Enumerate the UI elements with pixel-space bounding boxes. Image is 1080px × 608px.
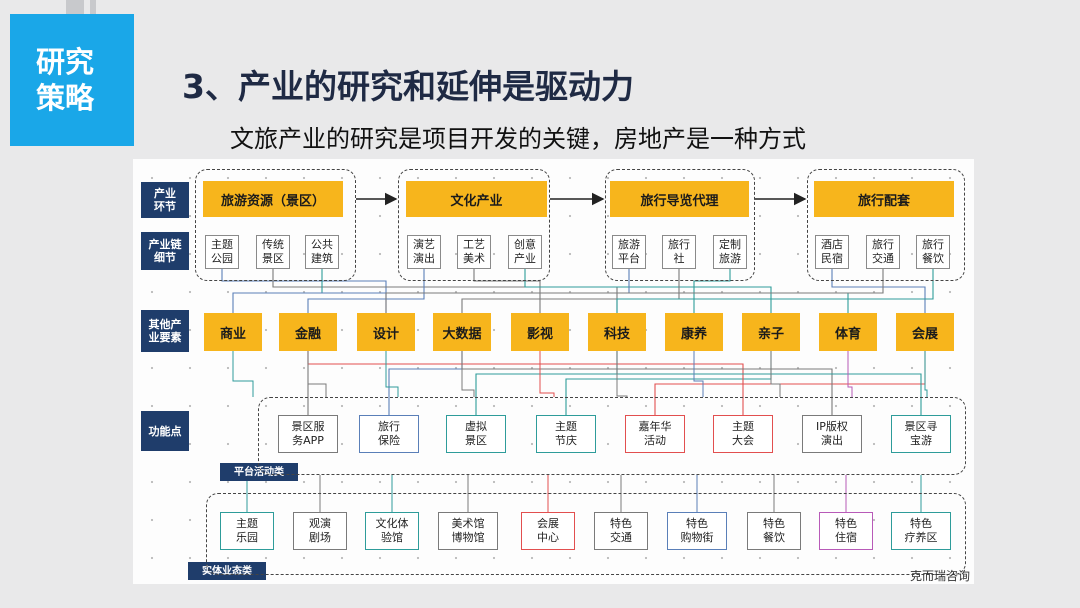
fp-scenic-app: 景区服 务APP xyxy=(278,415,338,453)
fp-treasure-hunt: 景区寻 宝游 xyxy=(891,415,951,453)
detail-performance: 演艺 演出 xyxy=(407,235,441,269)
row-label-chain-detail: 产业链细节 xyxy=(141,232,189,270)
connector-detail-9 xyxy=(831,269,926,313)
connector-physical-upper-7 xyxy=(770,351,781,397)
pp-museum: 美术馆 博物馆 xyxy=(438,512,498,550)
stage-group-4 xyxy=(807,169,965,281)
connector-physical-upper-3 xyxy=(461,351,475,397)
factor-technology: 科技 xyxy=(588,313,646,351)
connector-detail-7 xyxy=(461,269,680,313)
row-label-other-factors: 其他产业要素 xyxy=(141,310,189,352)
detail-hotel-homestay: 酒店 民宿 xyxy=(815,235,849,269)
section-badge: 研究 策略 xyxy=(10,14,134,146)
connector-physical-upper-0 xyxy=(232,351,254,397)
pp-sanatorium: 特色 疗养区 xyxy=(891,512,951,550)
connector-detail-8 xyxy=(693,269,731,313)
fp-travel-insurance: 旅行 保险 xyxy=(359,415,419,453)
pp-theme-park: 主题 乐园 xyxy=(220,512,274,550)
connector-physical-upper-2 xyxy=(385,351,399,397)
pp-culture-hall: 文化体 验馆 xyxy=(365,512,419,550)
factor-finance: 金融 xyxy=(279,313,337,351)
stage-travel-support: 旅行配套 xyxy=(814,181,954,217)
row-label-chain-link: 产业环节 xyxy=(141,182,189,218)
page-title: 3、产业的研究和延伸是驱动力 xyxy=(182,67,634,106)
factor-design: 设计 xyxy=(357,313,415,351)
pp-special-lodging: 特色 住宿 xyxy=(819,512,873,550)
detail-traditional-scenic: 传统 景区 xyxy=(256,235,290,269)
connector-physical-upper-9 xyxy=(924,351,928,397)
connector-physical-upper-5 xyxy=(616,351,628,397)
fp-theme-conference: 主题 大会 xyxy=(713,415,773,453)
fp-theme-festival: 主题 节庆 xyxy=(536,415,596,453)
pp-special-dining: 特色 餐饮 xyxy=(747,512,801,550)
factor-big-data: 大数据 xyxy=(433,313,491,351)
detail-craft-art: 工艺 美术 xyxy=(457,235,491,269)
detail-public-building: 公共 建筑 xyxy=(305,235,339,269)
factor-wellness: 康养 xyxy=(665,313,723,351)
top-bar-right xyxy=(90,0,96,16)
top-bar-left xyxy=(66,0,84,16)
connector-detail-4 xyxy=(473,269,541,313)
stage-group-3 xyxy=(605,169,755,281)
connector-detail-5 xyxy=(524,269,772,313)
detail-theme-park: 主题 公园 xyxy=(205,235,239,269)
stage-travel-agency: 旅行导览代理 xyxy=(610,181,749,217)
fp-ip-performance: IP版权 演出 xyxy=(802,415,862,453)
stage-group-1 xyxy=(195,169,356,281)
connector-physical-upper-8 xyxy=(847,351,853,397)
factor-exhibition: 会展 xyxy=(896,313,954,351)
stage-group-2 xyxy=(398,169,550,281)
detail-travel-agency: 旅行 社 xyxy=(662,235,696,269)
platform-group xyxy=(258,397,966,475)
detail-travel-transport: 旅行 交通 xyxy=(866,235,900,269)
factor-sports: 体育 xyxy=(819,313,877,351)
connector-physical-upper-4 xyxy=(539,351,555,397)
connector-detail-10 xyxy=(385,269,884,313)
connector-detail-11 xyxy=(616,269,934,313)
physical-group xyxy=(206,493,966,575)
pp-theater: 观演 剧场 xyxy=(293,512,347,550)
stage-tourism-resource: 旅游资源（景区） xyxy=(203,181,343,217)
fp-carnival: 嘉年华 活动 xyxy=(625,415,685,453)
stage-culture-industry: 文化产业 xyxy=(406,181,547,217)
badge-line-1: 研究 xyxy=(36,45,95,79)
detail-creative-industry: 创意 产业 xyxy=(508,235,542,269)
row-label-platform: 平台活动类 xyxy=(220,463,298,481)
row-label-function-points: 功能点 xyxy=(141,411,189,451)
pp-shopping-street: 特色 购物街 xyxy=(667,512,727,550)
badge-line-2: 策略 xyxy=(36,81,95,115)
connector-lines xyxy=(221,192,934,512)
pp-special-transport: 特色 交通 xyxy=(594,512,648,550)
pp-exhibition-center: 会展 中心 xyxy=(521,512,575,550)
watermark: 克而瑞咨询 xyxy=(909,569,970,583)
detail-travel-platform: 旅游 平台 xyxy=(612,235,646,269)
factor-commerce: 商业 xyxy=(204,313,262,351)
detail-travel-dining: 旅行 餐饮 xyxy=(916,235,950,269)
page-subtitle: 文旅产业的研究是项目开发的关键，房地产是一种方式 xyxy=(230,125,806,153)
fp-virtual-scenic: 虚拟 景区 xyxy=(446,415,506,453)
connector-detail-3 xyxy=(307,269,425,313)
detail-custom-travel: 定制 旅游 xyxy=(713,235,747,269)
connector-physical-upper-6 xyxy=(693,351,704,397)
factor-film: 影视 xyxy=(511,313,569,351)
factor-family: 亲子 xyxy=(742,313,800,351)
connector-physical-upper-1 xyxy=(307,351,327,397)
industry-chain-diagram: 产业环节 产业链细节 其他产业要素 功能点 平台活动类 实体业态类 旅游资源（景… xyxy=(133,159,974,584)
